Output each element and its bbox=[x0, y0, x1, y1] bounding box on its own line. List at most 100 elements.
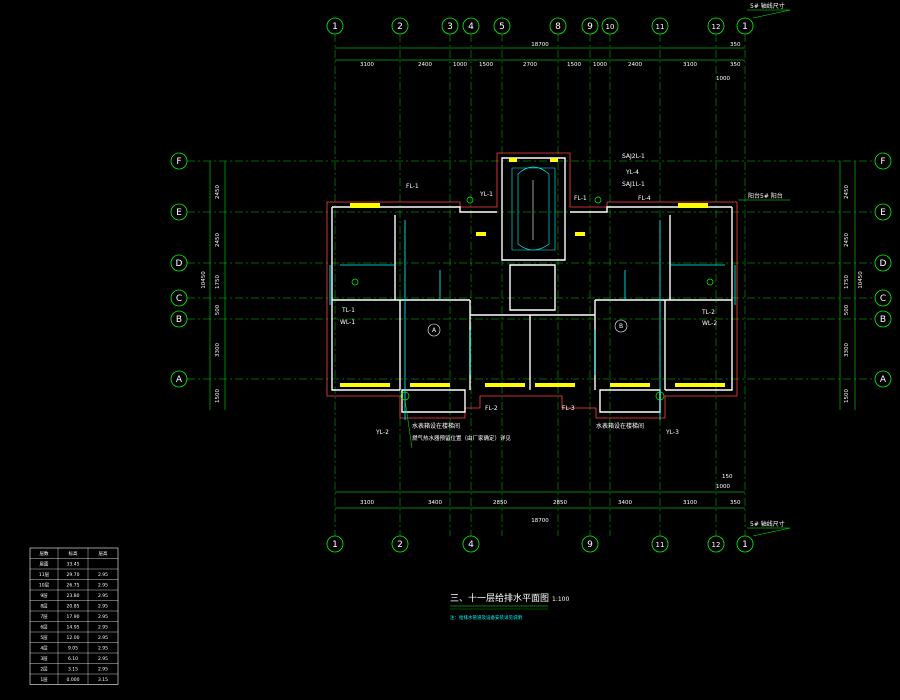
grid-label-left: E bbox=[176, 208, 182, 218]
grid-label-top: 12 bbox=[712, 23, 721, 31]
pipe-nodes bbox=[351, 196, 714, 401]
callout-text: 5# 轴线尺寸 bbox=[750, 2, 785, 10]
grid-bubble-bottom bbox=[326, 535, 344, 553]
dim-vertical: 1750 bbox=[215, 275, 221, 289]
top-dimension-lines bbox=[335, 47, 745, 509]
table-cell: 3.15 bbox=[98, 677, 108, 683]
grid-label-top: 4 bbox=[468, 22, 474, 32]
grid-bubble-top bbox=[462, 17, 480, 35]
table-header-cell: 层数 bbox=[40, 550, 49, 557]
grid-label-left: D bbox=[176, 259, 183, 269]
table-cell: 2.95 bbox=[98, 667, 108, 673]
table-cell: 23.80 bbox=[67, 593, 80, 599]
dim-vertical: 2450 bbox=[844, 233, 850, 247]
stair-well bbox=[511, 166, 556, 251]
dim-segment: 1000 bbox=[453, 62, 467, 68]
table-cell: 2.95 bbox=[98, 583, 108, 589]
table-cell: 2层 bbox=[40, 667, 48, 673]
grid-label-left: A bbox=[176, 375, 183, 385]
dim-small: 1000 bbox=[716, 484, 730, 490]
grid-label-top: 5 bbox=[499, 22, 505, 32]
unit-label-a: A bbox=[432, 327, 437, 334]
dim-small: 150 bbox=[722, 474, 733, 480]
table-cell: 10层 bbox=[39, 583, 50, 589]
drawing-scale: 1:100 bbox=[552, 596, 569, 603]
dim-segment: 3100 bbox=[683, 62, 697, 68]
grid-bubble-right bbox=[874, 310, 892, 328]
grid-bubble-top bbox=[736, 17, 754, 35]
grid-label-left: B bbox=[176, 315, 182, 325]
pipe-tag: YL-3 bbox=[665, 429, 679, 436]
table-cell: 11层 bbox=[39, 572, 50, 578]
grid-bubble-top bbox=[651, 17, 669, 35]
table-cell: 2.95 bbox=[98, 625, 108, 631]
dim-segment: 1000 bbox=[593, 62, 607, 68]
bottom-right-callout: 5# 轴线尺寸 bbox=[747, 520, 791, 537]
grid-bubble-bottom bbox=[736, 535, 754, 553]
table-cell: 7层 bbox=[40, 614, 48, 620]
dim-vertical: 2450 bbox=[844, 185, 850, 199]
grid-label-bottom: 1 bbox=[332, 540, 338, 550]
table-cell: 8层 bbox=[40, 604, 48, 610]
unit-marker-a bbox=[427, 323, 441, 337]
grid-bubble-left bbox=[170, 370, 188, 388]
table-cell: 3.15 bbox=[68, 667, 78, 673]
table-cell: 29.70 bbox=[67, 572, 80, 578]
pipe-tag: WL-1 bbox=[340, 319, 355, 326]
dim-segment: 1500 bbox=[567, 62, 581, 68]
pipe-tag: YL-1 bbox=[479, 191, 493, 198]
window-fixtures bbox=[340, 158, 725, 387]
right-dimension-text: 2450 2450 1750 500 3300 1500 10450 bbox=[844, 185, 864, 403]
grid-label-top: 11 bbox=[656, 23, 665, 31]
dim-segment: 2400 bbox=[628, 62, 642, 68]
grid-bubble-bottom bbox=[462, 535, 480, 553]
unit-marker-b bbox=[614, 319, 628, 333]
table-cell: 2.95 bbox=[98, 614, 108, 620]
table-cell: 2.95 bbox=[98, 572, 108, 578]
dim-segment: 3100 bbox=[683, 500, 697, 506]
top-dimension-text: 18700 3100 2400 1000 1500 2700 1500 1000… bbox=[360, 42, 741, 82]
dim-vertical: 500 bbox=[844, 304, 850, 315]
grid-label-left: F bbox=[176, 157, 181, 167]
table-cell: 3层 bbox=[40, 656, 48, 662]
pipe-tag: TL-2 bbox=[701, 309, 715, 316]
table-cell: 6.10 bbox=[68, 656, 78, 662]
grid-bubble-right bbox=[874, 152, 892, 170]
grid-bubble-top bbox=[707, 17, 725, 35]
grid-label-left: C bbox=[176, 294, 182, 304]
grid-label-top: 10 bbox=[606, 23, 615, 31]
table-cell: 2.95 bbox=[98, 635, 108, 641]
pipe-tag: FL-3 bbox=[562, 405, 575, 412]
grid-label-bottom: 12 bbox=[712, 541, 721, 549]
grid-bubble-bottom bbox=[581, 535, 599, 553]
dim-small: 350 bbox=[730, 42, 741, 48]
left-grid-bubbles: F E D C B A bbox=[170, 152, 188, 388]
grid-label-right: C bbox=[880, 294, 886, 304]
table-cell: 14.95 bbox=[67, 625, 80, 631]
dim-total-top: 18700 bbox=[531, 42, 549, 48]
pipe-tag: TL-1 bbox=[341, 307, 355, 314]
grid-label-top: 8 bbox=[555, 22, 561, 32]
pipe-tag: SAJ2L-1 bbox=[622, 153, 645, 160]
top-right-callout: 5# 轴线尺寸 bbox=[747, 2, 791, 19]
top-grid-bubbles: 1 2 3 4 5 8 9 10 11 12 1 bbox=[326, 17, 754, 35]
building-walls bbox=[331, 157, 733, 413]
dim-vertical: 500 bbox=[215, 304, 221, 315]
dim-total-bottom: 18700 bbox=[531, 518, 549, 524]
dim-segment: 2400 bbox=[418, 62, 432, 68]
dim-vertical: 2450 bbox=[215, 233, 221, 247]
grid-bubble-top bbox=[326, 17, 344, 35]
table-cell: 12.00 bbox=[67, 635, 80, 641]
dim-vertical: 1750 bbox=[844, 275, 850, 289]
grid-bubble-left bbox=[170, 152, 188, 170]
note-text: 燃气热水器预留位置（由厂家确定）详见 bbox=[412, 434, 512, 442]
dim-vertical: 2450 bbox=[215, 185, 221, 199]
grid-label-bottom: 9 bbox=[587, 540, 593, 550]
grid-bubble-right bbox=[874, 370, 892, 388]
table-cell: 2.95 bbox=[98, 656, 108, 662]
dim-vertical: 1500 bbox=[215, 389, 221, 403]
unit-markers: A B bbox=[427, 319, 628, 337]
drawing-title: 三、十一层给排水平面图 bbox=[450, 592, 549, 604]
grid-label-right: E bbox=[880, 208, 886, 218]
